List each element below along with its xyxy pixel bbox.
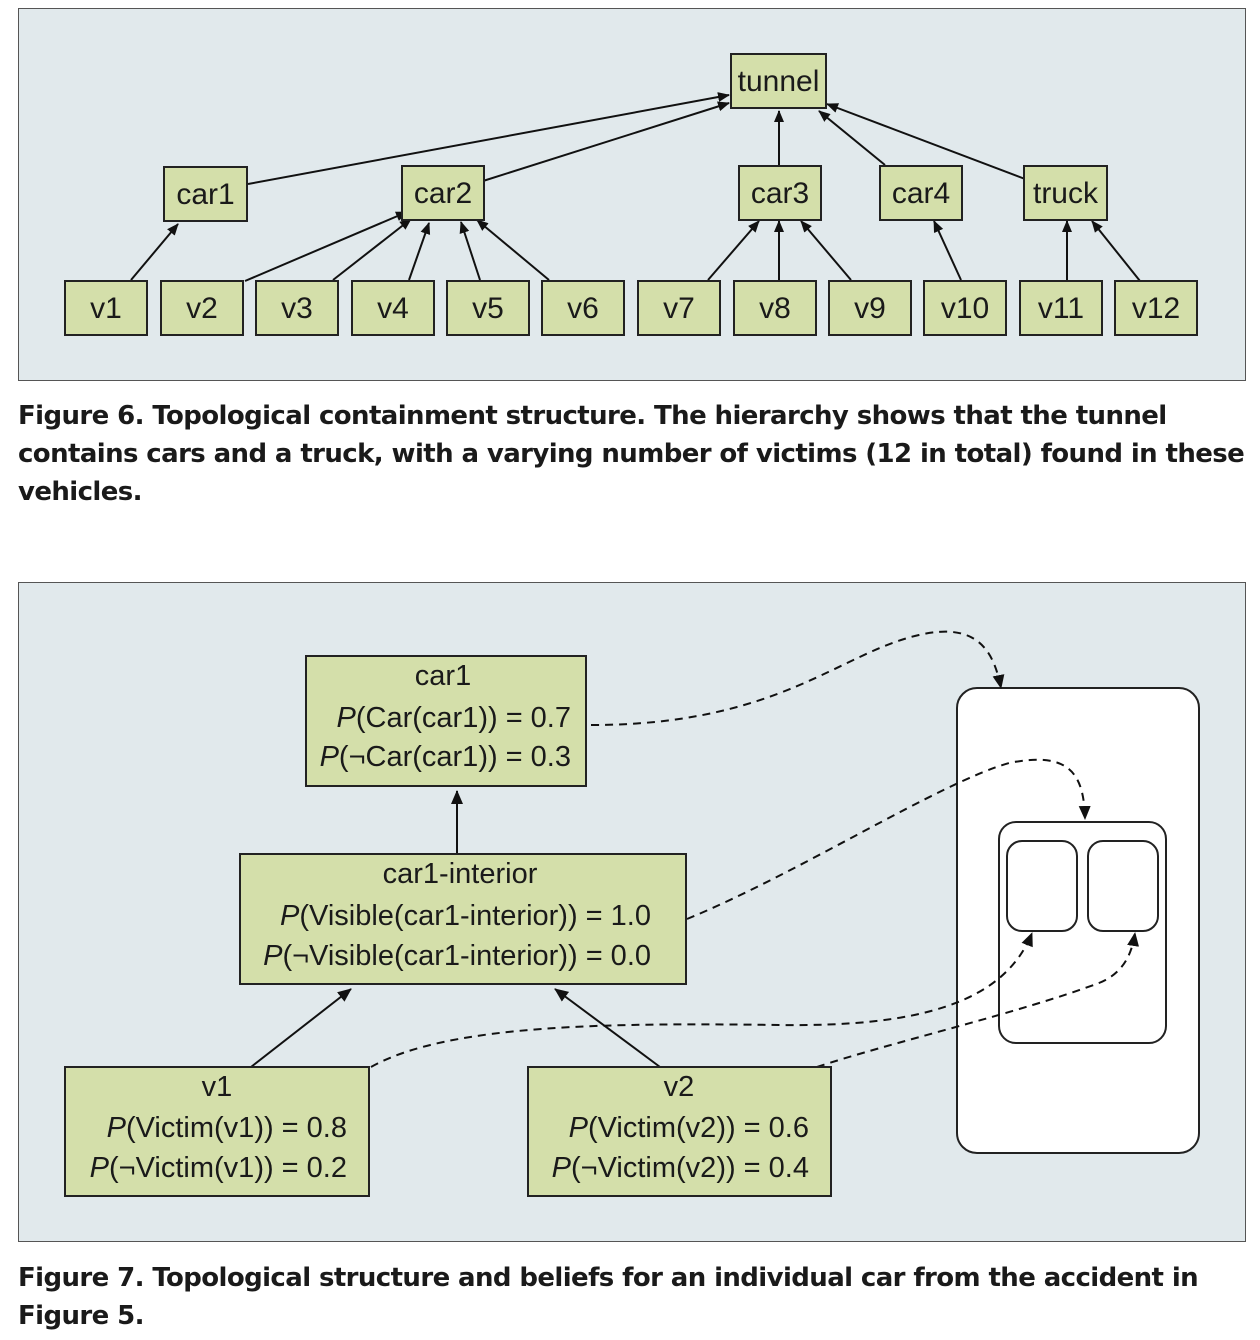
node-label: v12 — [1132, 292, 1180, 325]
node-label: v6 — [567, 292, 599, 325]
node-label: v3 — [281, 292, 313, 325]
node-label: v8 — [759, 292, 791, 325]
figure7-caption: Figure 7. Topological structure and beli… — [18, 1263, 1199, 1331]
node-label: v5 — [472, 292, 504, 325]
belief-positive: P(Victim(v2)) = 0.6 — [569, 1112, 809, 1144]
belief-negative: P(¬Victim(v1)) = 0.2 — [90, 1152, 347, 1184]
node-v1-beliefs: v1 P(Victim(v1)) = 0.8 P(¬Victim(v1)) = … — [64, 1066, 370, 1197]
edge-car4-tunnel — [818, 110, 886, 166]
node-label: v4 — [377, 292, 409, 325]
node-car4: car4 — [879, 165, 963, 221]
node-v11: v11 — [1019, 280, 1103, 336]
node-label: v10 — [941, 292, 989, 325]
node-v9: v9 — [828, 280, 912, 336]
belief-positive: P(Visible(car1-interior)) = 1.0 — [280, 900, 651, 932]
dashed-link-v1-seat — [370, 932, 1033, 1068]
dashed-link-interior-cabin — [686, 758, 1091, 920]
edge-truck-tunnel — [826, 103, 1026, 180]
dashed-link-car1-body — [590, 630, 1005, 726]
node-car2: car2 — [401, 165, 485, 221]
edge-v3-car2 — [332, 218, 412, 281]
node-title: v1 — [202, 1071, 233, 1103]
node-car1-beliefs: car1 P(Car(car1)) = 0.7 P(¬Car(car1)) = … — [305, 655, 587, 787]
node-tunnel: tunnel — [730, 53, 827, 109]
figure7-diagram: car1 P(Car(car1)) = 0.7 P(¬Car(car1)) = … — [64, 630, 1200, 1197]
figure6-panel: tunnel car1 car2 car3 car4 truck v1 v2 v… — [18, 8, 1246, 381]
node-title: car1 — [415, 660, 471, 692]
node-label: car1 — [176, 178, 234, 211]
node-car1: car1 — [163, 166, 248, 222]
node-v2: v2 — [160, 280, 244, 336]
seat-right-outline — [1087, 840, 1159, 932]
node-v6: v6 — [541, 280, 625, 336]
edge-v1-interior — [250, 988, 352, 1068]
node-title: v2 — [664, 1071, 695, 1103]
node-label: car4 — [892, 177, 950, 210]
node-label: tunnel — [738, 65, 820, 98]
figure7-panel: car1 P(Car(car1)) = 0.7 P(¬Car(car1)) = … — [18, 582, 1246, 1242]
seat-left-outline — [1006, 840, 1078, 932]
figure6-caption: Figure 6. Topological containment struct… — [18, 401, 1245, 507]
node-v8: v8 — [733, 280, 817, 336]
node-truck: truck — [1023, 165, 1108, 221]
edge-v2-car2 — [244, 211, 408, 282]
edge-v12-truck — [1091, 220, 1141, 282]
node-label: v7 — [663, 292, 695, 325]
figure6-diagram: tunnel car1 car2 car3 car4 truck v1 v2 v… — [64, 53, 1198, 336]
belief-negative: P(¬Car(car1)) = 0.3 — [320, 741, 571, 773]
car-shape-icon — [956, 687, 1200, 1154]
node-interior-beliefs: car1-interior P(Visible(car1-interior)) … — [239, 853, 687, 985]
edge-v6-car2 — [476, 219, 550, 281]
node-label: v9 — [854, 292, 886, 325]
edge-v9-car3 — [800, 220, 852, 281]
edge-car2-tunnel — [482, 101, 730, 182]
node-title: car1-interior — [383, 858, 538, 890]
node-label: v1 — [90, 292, 122, 325]
edge-v7-car3 — [707, 220, 760, 281]
node-car3: car3 — [738, 165, 822, 221]
node-v7: v7 — [637, 280, 721, 336]
edge-v4-car2 — [408, 222, 431, 281]
node-v12: v12 — [1114, 280, 1198, 336]
node-label: truck — [1033, 177, 1099, 210]
belief-positive: P(Victim(v1)) = 0.8 — [107, 1112, 347, 1144]
edge-v1-car1 — [130, 223, 179, 281]
node-label: car3 — [751, 177, 809, 210]
node-v10: v10 — [923, 280, 1007, 336]
node-v5: v5 — [446, 280, 530, 336]
belief-negative: P(¬Visible(car1-interior)) = 0.0 — [263, 940, 651, 972]
node-v4: v4 — [351, 280, 435, 336]
node-label: car2 — [414, 177, 472, 210]
edge-v2-interior — [554, 988, 661, 1068]
belief-positive: P(Car(car1)) = 0.7 — [337, 702, 571, 734]
belief-negative: P(¬Victim(v2)) = 0.4 — [552, 1152, 809, 1184]
node-label: v11 — [1038, 292, 1084, 325]
node-label: v2 — [186, 292, 218, 325]
node-v2-beliefs: v2 P(Victim(v2)) = 0.6 P(¬Victim(v2)) = … — [527, 1066, 832, 1197]
dashed-link-v2-seat — [816, 932, 1140, 1068]
node-v3: v3 — [255, 280, 339, 336]
node-v1: v1 — [64, 280, 148, 336]
edge-v10-car4 — [933, 220, 962, 281]
edge-car1-tunnel — [247, 92, 730, 185]
edge-v5-car2 — [459, 221, 481, 281]
